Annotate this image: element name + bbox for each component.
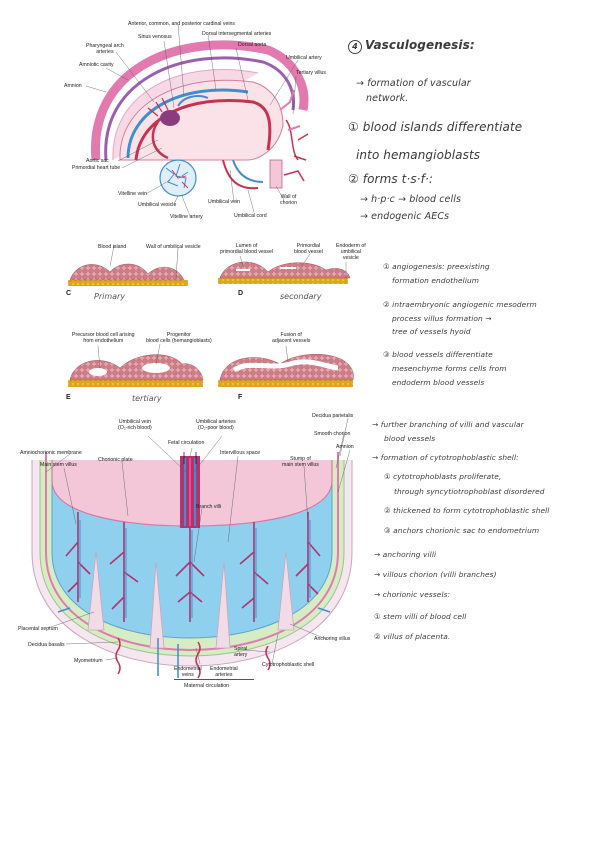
note-line: ① stem villi of blood cell [374,612,466,621]
label-umbilical-vesicle: Umbilical vesicle [138,202,176,208]
label-wall-of-chorion: Wall of chorion [280,194,297,206]
label-tertiary-villus: Tertiary villus [296,70,326,76]
label-primordial-blood-vessel: Primordial blood vessel [294,243,323,255]
embryo-diagram [58,10,342,222]
note-line: process villus formation → [392,314,492,323]
label-decidua-parietalis: Decidua parietalis [312,413,353,419]
label-aortic-sac: Aortic sac [86,158,109,164]
note-line: through syncytiotrophoblast disordered [394,487,545,496]
bracket-maternal [174,679,254,680]
label-wall-umbilical-vesicle: Wall of umbilical vesicle [146,244,201,250]
label-chorionic-plate: Chorionic plate [98,457,133,463]
note-line: ② forms t·s·f·: [348,172,433,186]
note-line: → h·p·c → blood cells [360,194,461,205]
label-lumen-primordial-vessel: Lumen of primordial blood vessel [220,243,273,255]
stage-letter: F [238,394,242,401]
label-myometrium: Myometrium [74,658,103,664]
label-endometrial-arteries: Endometrial arteries [210,666,238,678]
note-line: ② thickened to form cytotrophoblastic sh… [384,506,549,515]
stage-letter: C [66,290,71,297]
label-intervillous-space: Intervillous space [220,450,260,456]
label-cardinal-veins: Anterior, common, and posterior cardinal… [128,21,235,27]
blood-island-diagram [58,232,364,410]
stage-f [218,354,353,387]
label-progenitor-blood-cells: Progenitor blood cells (hemangioblasts) [146,332,212,344]
label-umbilical-artery: Umbilical artery [286,55,322,61]
label-dorsal-aorta: Dorsal aorta [238,42,266,48]
stage-caption: secondary [280,292,321,301]
label-endoderm-umbilical-vesicle: Endoderm of umbilical vesicle [336,243,366,261]
stage-caption: tertiary [132,394,162,403]
label-cytotrophoblastic-shell: Cytotrophoblastic shell [262,662,314,668]
label-umbilical-vein: Umbilical vein [208,199,240,205]
label-pharyngeal-arch-arteries: Pharyngeal arch arteries [86,43,124,55]
label-vitelline-vein: Vitelline vein [118,191,147,197]
label-placental-septum: Placental septum [18,626,58,632]
label-fetal-circulation: Fetal circulation [168,440,204,446]
note-line: formation endothelium [392,276,479,285]
label-amnion-placenta: Amnion [336,444,354,450]
note-heading-text: Vasculogenesis: [365,38,475,52]
note-line: into hemangioblasts [356,148,480,162]
label-blood-island: Blood island [98,244,126,250]
note-line: ① cytotrophoblasts proliferate, [384,472,501,481]
label-amniochorionic-membrane: Amniochorionic membrane [20,450,82,456]
note-line: → villous chorion (villi branches) [374,570,497,579]
figure-embryo-circulation: Anterior, common, and posterior cardinal… [58,10,342,222]
note-line: mesenchyme forms cells from [392,364,507,373]
label-sinus-venosus: Sinus venosus [138,34,172,40]
note-line: ① angiogenesis: preexisting [383,262,490,271]
label-umbilical-vein-o2-rich: Umbilical vein (O₂-rich blood) [118,419,152,431]
label-heart-tube: Primordial heart tube [72,165,120,171]
note-line: blood vessels [384,434,435,443]
circled-four-icon: 4 [348,40,362,54]
label-fusion-adjacent-vessels: Fusion of adjacent vessels [272,332,310,344]
note-line: endoderm blood vessels [392,378,484,387]
note-line: → formation of cytotrophoblastic shell: [372,453,519,462]
label-stump-main-stem-villus: Stump of main stem villus [282,456,319,468]
label-anchoring-villus: Anchoring villus [314,636,350,642]
stage-d [218,262,350,284]
note-line: network. [366,93,408,104]
label-amniotic-cavity: Amniotic cavity [79,62,114,68]
note-line: ③ anchors chorionic sac to endometrium [384,526,539,535]
stage-letter: E [66,394,71,401]
label-main-stem-villus: Main stem villus [40,462,77,468]
note-line: → chorionic vessels: [374,590,450,599]
note-line: ③ blood vessels differentiate [383,350,493,359]
label-intersegmental-arteries: Dorsal intersegmental arteries [202,31,271,37]
note-line: → anchoring villi [374,550,436,559]
label-amnion: Amnion [64,83,82,89]
stage-c [68,264,188,286]
stage-e [68,355,203,387]
figure-placenta: Umbilical vein (O₂-rich blood) Umbilical… [18,412,364,694]
label-decidua-basalis: Decidua basalis [28,642,65,648]
label-umbilical-cord: Umbilical cord [234,213,267,219]
label-vitelline-artery: Vitelline artery [170,214,203,220]
label-umbilical-arteries-o2-poor: Umbilical arteries (O₂-poor blood) [196,419,236,431]
note-line: → further branching of villi and vascula… [372,420,524,429]
figure-blood-islands: Blood island Wall of umbilical vesicle L… [58,232,364,410]
note-line: ① blood islands differentiate [348,120,522,134]
stage-letter: D [238,290,243,297]
label-spiral-artery: Spiral artery [234,646,247,658]
label-branch-villi: Branch villi [196,504,221,510]
label-maternal-circulation: Maternal circulation [184,683,229,689]
note-line: tree of vessels hyoid [392,327,471,336]
note-line: ② villus of placenta. [374,632,450,641]
stage-caption: Primary [94,292,125,301]
note-line: ② intraembryonic angiogenic mesoderm [383,300,537,309]
note-line: → endogenic AECs [360,211,449,222]
label-precursor-blood-cell: Precursor blood cell arising from endoth… [72,332,135,344]
note-line: → formation of vascular [356,78,471,89]
label-endometrial-veins: Endometrial veins [174,666,202,678]
label-smooth-chorion: Smooth chorion [314,431,350,437]
